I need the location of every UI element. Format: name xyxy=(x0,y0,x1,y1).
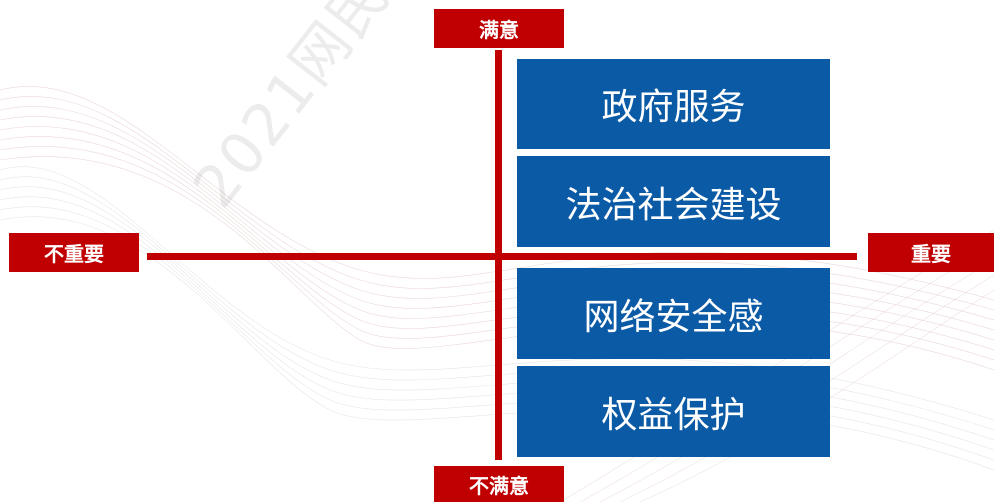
quadrant-item-rights-protection: 权益保护 xyxy=(517,366,830,457)
horizontal-axis xyxy=(147,253,857,260)
axis-label-unsatisfied: 不满意 xyxy=(434,466,564,502)
quadrant-item-government-services: 政府服务 xyxy=(517,59,830,149)
quadrant-item-rule-of-law: 法治社会建设 xyxy=(517,156,830,247)
vertical-axis xyxy=(495,50,502,460)
quadrant-item-cyber-security: 网络安全感 xyxy=(517,268,830,359)
axis-label-unimportant: 不重要 xyxy=(9,233,139,272)
axis-label-important: 重要 xyxy=(868,233,994,272)
axis-label-satisfied: 满意 xyxy=(434,9,564,48)
